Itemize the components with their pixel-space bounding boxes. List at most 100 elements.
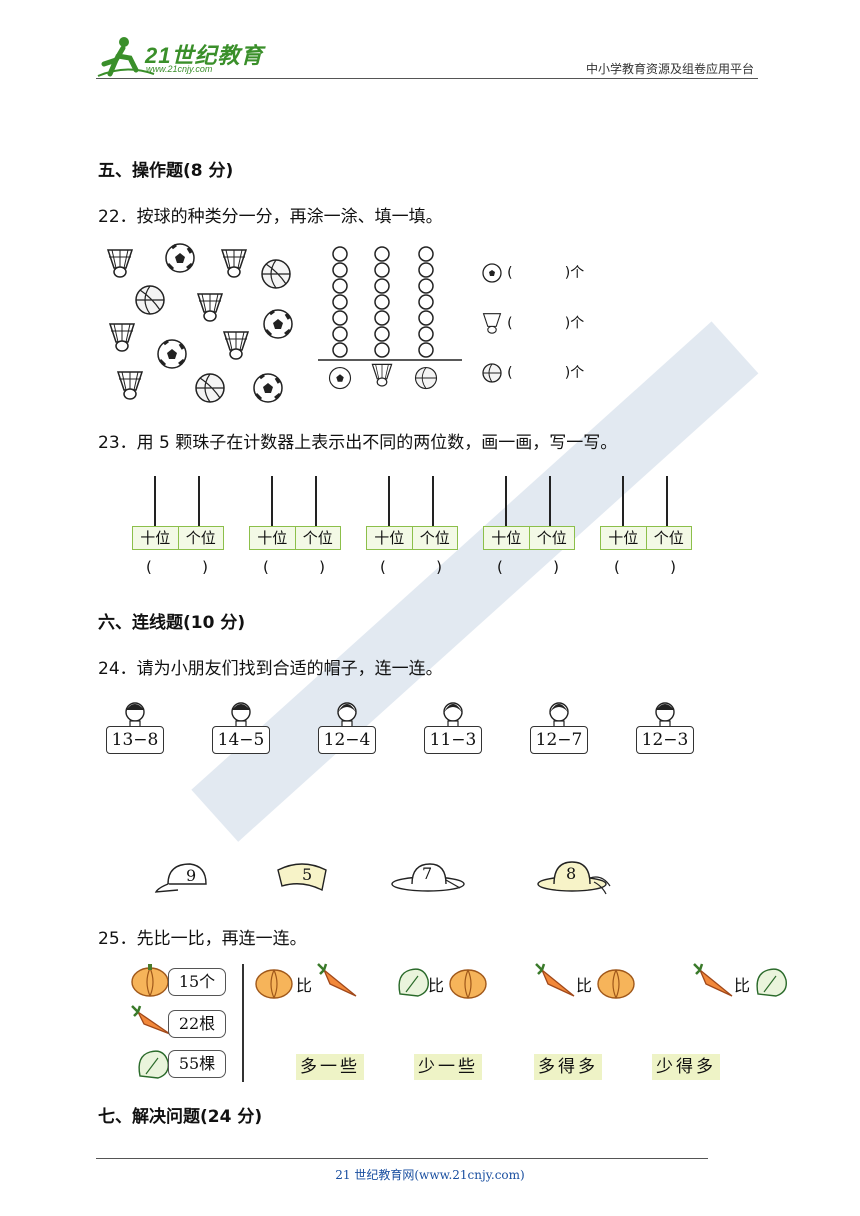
paren-open: ( [497,558,503,576]
tens-rod [271,476,273,528]
header-divider [96,78,758,79]
hat-number: 9 [186,866,197,885]
soccer-ball-icon [482,262,502,283]
comparison-card[interactable]: 比 [692,962,802,1004]
answer-suffix: )个 [564,315,585,332]
expression-label: 12−7 [530,726,588,754]
child-face-icon [125,702,145,728]
shuttlecock-icon [482,313,502,334]
sun-visor-icon [277,863,327,892]
child-face-icon [655,702,675,728]
ones-label: 个位 [411,527,458,549]
sun-hat-icon [537,861,611,895]
footer-divider [96,1158,708,1159]
carrot-icon [535,963,575,997]
pumpkin-icon [131,964,169,997]
paren-open: ( [263,558,269,576]
tens-label: 十位 [491,529,522,547]
child-face-icon [549,702,569,728]
answer-open-paren: ( [507,365,513,381]
question-24-text: 24．请为小朋友们找到合适的帽子，连一连。 [98,659,443,679]
answer-suffix: )个 [564,365,585,381]
ones-rod [198,476,200,528]
child-face-icon [231,702,251,728]
paren-close: ) [436,558,442,576]
pumpkin-icon [255,969,293,999]
q22-column-graph [318,246,462,390]
hat-card[interactable]: 8 [536,856,616,896]
child-card[interactable]: 13−8 [106,700,166,760]
abacus-counter[interactable]: 十位个位 () [249,476,341,586]
abacus-counter[interactable]: 十位个位 () [132,476,224,586]
ones-rod [315,476,317,528]
answer-suffix: )个 [564,265,585,281]
child-face-icon [337,702,357,728]
amount-label: 55棵 [168,1050,226,1078]
logo-text: 21世纪教育 [145,43,264,68]
paren-open: ( [614,558,620,576]
ones-label: 个位 [294,527,341,549]
option-label[interactable]: 多得多 [534,1054,602,1080]
comparison-card[interactable]: 比 [254,962,364,1004]
abacus-counter[interactable]: 十位个位 () [600,476,692,586]
hat-card[interactable]: 5 [272,856,332,896]
expression-label: 14−5 [212,726,270,754]
cabbage-icon [756,968,787,997]
paren-close: ) [670,558,676,576]
ones-label: 个位 [645,527,692,549]
child-card[interactable]: 11−3 [424,700,484,760]
carrot-icon [317,963,357,997]
option-label[interactable]: 少得多 [652,1054,720,1080]
child-card[interactable]: 12−4 [318,700,378,760]
expression-label: 12−3 [636,726,694,754]
tens-label: 十位 [608,529,639,547]
child-card[interactable]: 14−5 [212,700,272,760]
expression-label: 11−3 [424,726,482,754]
ones-label: 个位 [528,527,575,549]
paren-close: ) [553,558,559,576]
carrot-icon [131,1005,171,1035]
question-25-text: 25．先比一比，再连一连。 [98,929,307,949]
paren-open: ( [146,558,152,576]
cabbage-icon [138,1050,169,1079]
carrot-icon [693,963,733,997]
tens-label: 十位 [374,529,405,547]
child-card[interactable]: 12−7 [530,700,590,760]
q22-answer-soccer: ( )个 [482,262,602,283]
paren-close: ) [202,558,208,576]
amount-label: 15个 [168,968,226,996]
tens-rod [388,476,390,528]
tens-rod [505,476,507,528]
platform-title: 中小学教育资源及组卷应用平台 [585,62,754,76]
question-22-text: 22．按球的种类分一分，再涂一涂、填一填。 [98,207,443,227]
comparison-card[interactable]: 比 [394,962,504,1004]
paren-open: ( [380,558,386,576]
answer-open-paren: ( [507,265,513,281]
compare-word: 比 [296,976,313,995]
hat-number: 8 [566,864,577,883]
logo-runner-icon [97,37,155,77]
child-face-icon [443,702,463,728]
ones-label: 个位 [177,527,224,549]
question-23-text: 23．用 5 颗珠子在计数器上表示出不同的两位数，画一画，写一写。 [98,433,618,453]
baseball-cap-icon [154,863,207,893]
paren-close: ) [319,558,325,576]
brimmed-hat-icon [391,863,465,892]
abacus-counter[interactable]: 十位个位 () [366,476,458,586]
pumpkin-icon [449,969,487,999]
option-label[interactable]: 多一些 [296,1054,364,1080]
abacus-counter[interactable]: 十位个位 () [483,476,575,586]
expression-label: 13−8 [106,726,164,754]
expression-label: 12−4 [318,726,376,754]
compare-word: 比 [576,976,593,995]
section-title-6: 六、连线题(10 分) [98,613,246,633]
hat-card[interactable]: 7 [390,856,470,896]
tens-label: 十位 [140,529,171,547]
compare-word: 比 [428,976,445,995]
child-card[interactable]: 12−3 [636,700,696,760]
option-label[interactable]: 少一些 [414,1054,482,1080]
footer-text: 21 世纪教育网(www.21cnjy.com) [335,1168,525,1182]
comparison-card[interactable]: 比 [534,962,644,1004]
hat-card[interactable]: 9 [154,860,214,896]
ones-rod [549,476,551,528]
